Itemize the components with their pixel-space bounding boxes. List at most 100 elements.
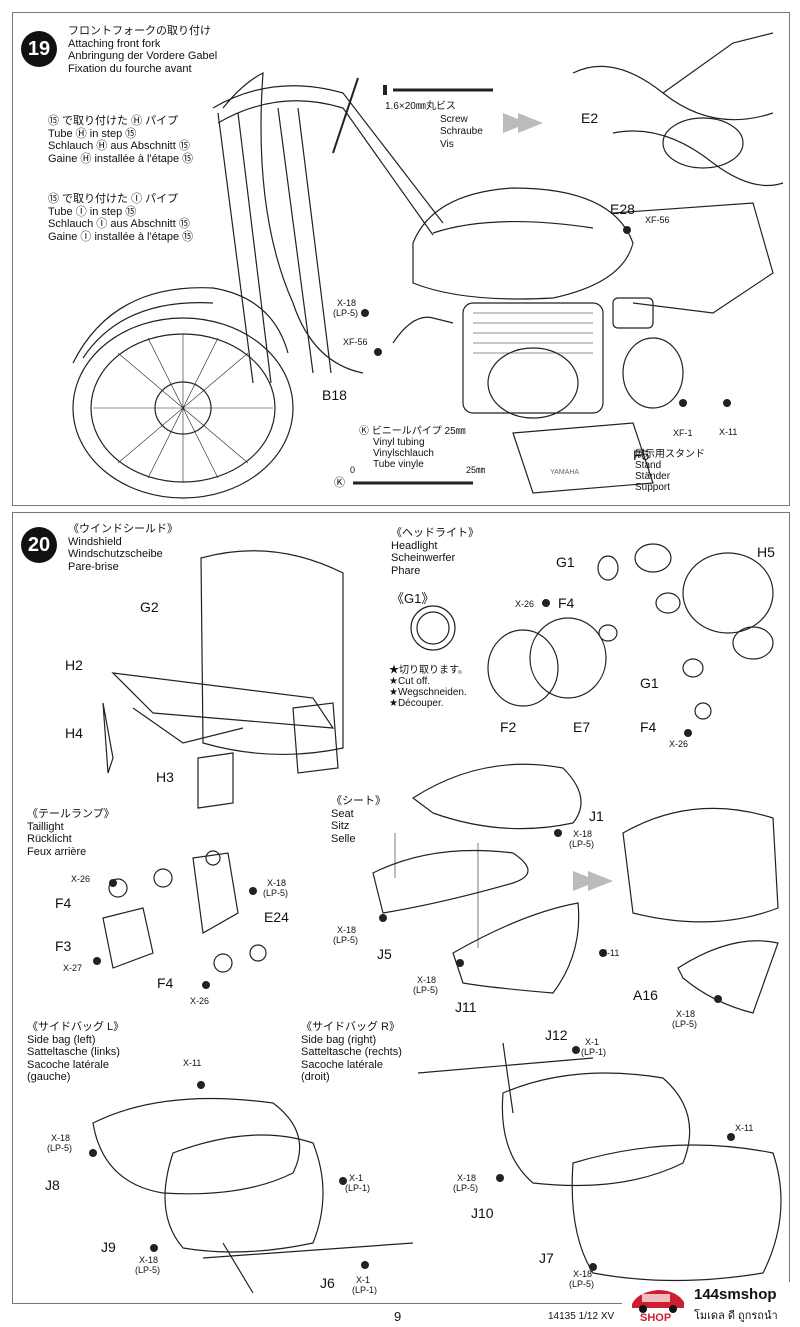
paint-xf1: XF-1 bbox=[673, 428, 693, 438]
part-j8: J8 bbox=[45, 1177, 60, 1193]
title-fr: Fixation du fourche avant bbox=[68, 62, 192, 75]
bag-right-fr2: (droit) bbox=[301, 1071, 330, 1083]
cut-en: ★Cut off. bbox=[389, 676, 431, 687]
part-f4-d: F4 bbox=[157, 975, 174, 991]
paint-lp5: (LP-5) bbox=[333, 308, 359, 318]
bag-right-title: 《サイドバッグ R》 Side bag (right) Satteltasche… bbox=[301, 1021, 402, 1084]
paint-x27: X-27 bbox=[63, 963, 83, 973]
headlight-title: 《ヘッドライト》 Headlight Scheinwerfer Phare bbox=[391, 527, 479, 577]
step-20-panel: 20 《ウインドシールド》 Windshield Windschutzschei… bbox=[12, 512, 790, 1304]
shop-car-icon bbox=[632, 1290, 684, 1313]
tube-i-en: Tube Ⓘ in step ⑮ bbox=[48, 205, 137, 218]
part-h3: H3 bbox=[156, 769, 174, 785]
shop-watermark: 144smshop SHOP โมเดล ดี ถูกรถนำ bbox=[622, 1282, 798, 1325]
taillight-title: 《テールランプ》 Taillight Rücklicht Feux arrièr… bbox=[27, 808, 115, 858]
windshield-en: Windshield bbox=[68, 535, 122, 548]
vinyl-scale-mark: Ⓚ bbox=[334, 477, 345, 489]
part-g1-a: G1 bbox=[556, 554, 575, 570]
paint-lp1-c: (LP-1) bbox=[581, 1047, 607, 1057]
part-h2: H2 bbox=[65, 657, 83, 673]
seat-fr: Selle bbox=[331, 832, 356, 845]
part-f4-b: F4 bbox=[640, 719, 657, 735]
windshield-de: Windschutzscheibe bbox=[68, 548, 163, 560]
tube-i-de: Schlauch Ⓘ aus Abschnitt ⑮ bbox=[48, 218, 190, 230]
paint-x18: X-18 bbox=[337, 298, 357, 308]
shop-tagline: โมเดล ดี ถูกรถนำ bbox=[694, 1310, 778, 1322]
seat-title: 《シート》 Seat Sitz Selle bbox=[331, 795, 386, 845]
part-b18: B18 bbox=[322, 387, 347, 403]
paint-x1-b: X-1 bbox=[356, 1275, 371, 1285]
stand-de: Ständer bbox=[635, 471, 671, 482]
paint-lp1-a: (LP-1) bbox=[345, 1183, 371, 1193]
paint-lp5-i: (LP-5) bbox=[569, 1279, 595, 1289]
part-h4: H4 bbox=[65, 725, 83, 741]
tube-h-de: Schlauch Ⓗ aus Abschnitt ⑮ bbox=[48, 140, 190, 152]
paint-x18-b: X-18 bbox=[573, 829, 593, 839]
paint-x18-e: X-18 bbox=[676, 1009, 696, 1019]
vinyl-scale-zero: 0 bbox=[350, 465, 356, 475]
part-j10: J10 bbox=[471, 1205, 494, 1221]
title-de: Anbringung der Vordere Gabel bbox=[68, 50, 218, 62]
stand-note: 展示用スタンド Stand Ständer Support bbox=[635, 449, 705, 493]
paint-x26-b: X-26 bbox=[669, 739, 689, 749]
tube-i-note: ⑮ で取り付けた Ⓘ パイプ Tube Ⓘ in step ⑮ Schlauch… bbox=[48, 193, 193, 243]
cut-note: ★切り取ります。 ★Cut off. ★Wegschneiden. ★Décou… bbox=[389, 665, 468, 709]
headlight-fr: Phare bbox=[391, 564, 421, 577]
bag-left-title: 《サイドバッグ L》 Side bag (left) Satteltasche … bbox=[27, 1021, 124, 1084]
bag-right-de: Satteltasche (rechts) bbox=[301, 1046, 402, 1058]
shop-label: SHOP bbox=[640, 1312, 672, 1324]
windshield-title: 《ウインドシールド》 Windshield Windschutzscheibe … bbox=[68, 523, 178, 573]
page-number: 9 bbox=[394, 1309, 402, 1324]
accessories-illustration bbox=[89, 543, 782, 1294]
part-f4-a: F4 bbox=[558, 595, 575, 611]
screw-fr: Vis bbox=[440, 138, 454, 150]
windshield-fr: Pare-brise bbox=[68, 560, 119, 573]
paint-lp5-h: (LP-5) bbox=[453, 1183, 479, 1193]
bag-left-de: Satteltasche (links) bbox=[27, 1046, 120, 1058]
step-number: 20 bbox=[21, 527, 57, 563]
paint-lp5-c: (LP-5) bbox=[333, 935, 359, 945]
paint-x1-c: X-1 bbox=[585, 1037, 600, 1047]
paint-x18-g: X-18 bbox=[139, 1255, 159, 1265]
part-j7: J7 bbox=[539, 1250, 554, 1266]
part-a16: A16 bbox=[633, 987, 658, 1003]
paint-x18-f: X-18 bbox=[51, 1133, 71, 1143]
vinyl-scale-length: 25㎜ bbox=[466, 465, 486, 475]
part-f3: F3 bbox=[55, 938, 72, 954]
paint-x26-d: X-26 bbox=[190, 996, 210, 1006]
step-number: 19 bbox=[21, 31, 57, 67]
tube-i-fr: Gaine Ⓘ installée à l'étape ⑮ bbox=[48, 230, 194, 243]
stand-fr: Support bbox=[635, 482, 671, 493]
seat-en: Seat bbox=[331, 807, 354, 820]
paint-lp5-a: (LP-5) bbox=[263, 888, 289, 898]
bag-left-jp: 《サイドバッグ L》 bbox=[27, 1021, 125, 1033]
paint-lp5-e: (LP-5) bbox=[672, 1019, 698, 1029]
paint-x11-b: X-11 bbox=[183, 1058, 202, 1068]
part-g2: G2 bbox=[140, 599, 159, 615]
bag-right-en: Side bag (right) bbox=[301, 1033, 377, 1046]
taillight-jp: 《テールランプ》 bbox=[27, 808, 115, 820]
tube-h-en: Tube Ⓗ in step ⑮ bbox=[48, 127, 137, 140]
part-f5: F5 bbox=[633, 447, 650, 463]
bag-left-fr: Sacoche latérale bbox=[27, 1058, 109, 1071]
paint-x18-h: X-18 bbox=[457, 1173, 477, 1183]
cut-jp: ★切り取ります。 bbox=[389, 665, 468, 676]
screw-jp: 1.6×20㎜丸ビス bbox=[385, 101, 456, 112]
paint-lp5-d: (LP-5) bbox=[413, 985, 439, 995]
vinyl-note: Ⓚ ビニールパイプ 25㎜ Vinyl tubing Vinylschlauch… bbox=[359, 426, 466, 470]
paint-x26-a: X-26 bbox=[515, 599, 535, 609]
paint-x11-c: X-11 bbox=[735, 1123, 754, 1133]
bag-left-fr2: (gauche) bbox=[27, 1071, 71, 1083]
part-e2: E2 bbox=[581, 110, 599, 126]
paint-lp1-b: (LP-1) bbox=[352, 1285, 378, 1295]
paint-xf56-a: XF-56 bbox=[645, 215, 670, 225]
step-19-panel: 19 フロントフォークの取り付け Attaching front fork An… bbox=[12, 12, 790, 506]
paint-x11: X-11 bbox=[719, 427, 738, 437]
stand-jp: 展示用スタンド bbox=[635, 449, 705, 460]
taillight-de: Rücklicht bbox=[27, 833, 72, 845]
vinyl-jp: Ⓚ ビニールパイプ 25㎜ bbox=[359, 426, 466, 437]
shop-name: 144smshop bbox=[694, 1286, 777, 1303]
kit-code: 14135 1/12 XV bbox=[548, 1311, 615, 1322]
part-j5: J5 bbox=[377, 946, 392, 962]
paint-x18-c: X-18 bbox=[337, 925, 357, 935]
